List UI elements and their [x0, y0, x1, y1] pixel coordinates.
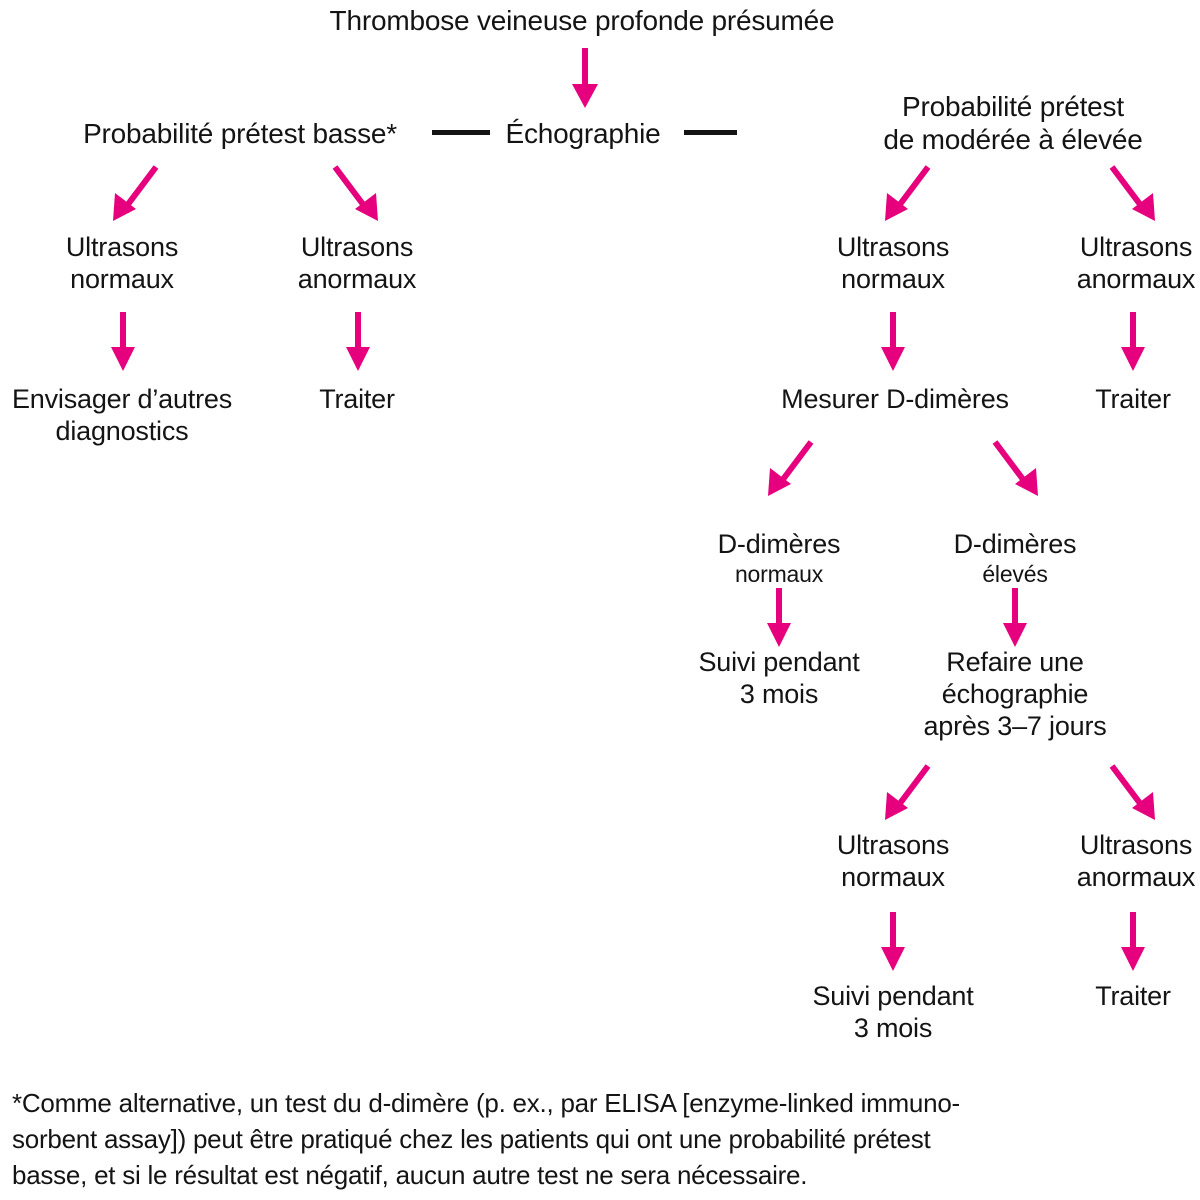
node-ddimer-elevated-line1: D-dimères: [953, 528, 1077, 559]
node-measure-ddimer: Mesurer D-dimères: [781, 384, 1009, 414]
node-right-us-normal: Ultrasons normaux: [836, 232, 950, 294]
connector-dash-right: [684, 130, 737, 135]
node-ddimer-elevated: D-dimères élevés: [885, 497, 1145, 620]
node-root-title: Thrombose veineuse profonde présumée: [329, 5, 835, 36]
arrow-left-us-normal-to-consider: [104, 312, 142, 374]
arrow-mod-prob-to-us-abnormal: [1102, 163, 1168, 225]
node-left-treat: Traiter: [319, 384, 395, 414]
node-echography: Échographie: [505, 118, 661, 149]
node-followup-3-months-a: Suivi pendant 3 mois: [698, 647, 860, 709]
node-left-us-normal: Ultrasons normaux: [65, 232, 179, 294]
node-right-treat: Traiter: [1095, 384, 1171, 414]
node-right-us-abnormal: Ultrasons anormaux: [1076, 232, 1196, 294]
node-repeat-echography: Refaire une échographie après 3–7 jours: [923, 647, 1107, 741]
arrow-final-us-normal-to-followup: [874, 912, 912, 974]
arrow-ddimer-normal-to-followup: [760, 588, 798, 650]
arrow-low-prob-to-us-abnormal: [325, 163, 391, 225]
node-ddimer-normal-line1: D-dimères: [717, 528, 841, 559]
node-ddimer-normal: D-dimères normaux: [649, 497, 909, 620]
node-followup-3-months-b: Suivi pendant 3 mois: [812, 981, 974, 1043]
arrow-repeat-echo-to-us-normal: [872, 762, 938, 824]
node-final-us-normal: Ultrasons normaux: [836, 830, 950, 892]
arrow-ddimer-to-normal: [755, 438, 821, 500]
node-low-probability: Probabilité prétest basse*: [83, 118, 397, 149]
arrow-mod-prob-to-us-normal: [872, 163, 938, 225]
connector-dash-left: [432, 130, 490, 135]
node-final-us-abnormal: Ultrasons anormaux: [1076, 830, 1196, 892]
arrow-root-to-echography: [565, 48, 605, 110]
footnote-text: *Comme alternative, un test du d-dimère …: [12, 1088, 960, 1190]
node-moderate-high-probability: Probabilité prétest de modérée à élevée: [883, 91, 1143, 156]
arrow-right-us-abnormal-to-treat: [1114, 312, 1152, 374]
arrow-ddimer-elevated-to-repeat-echo: [996, 588, 1034, 650]
node-left-us-abnormal: Ultrasons anormaux: [297, 232, 417, 294]
arrow-left-us-abnormal-to-treat: [339, 312, 377, 374]
arrow-right-us-normal-to-ddimer: [874, 312, 912, 374]
arrow-final-us-abnormal-to-treat: [1114, 912, 1152, 974]
arrow-low-prob-to-us-normal: [100, 163, 166, 225]
node-ddimer-normal-line2: normaux: [734, 560, 824, 587]
arrow-repeat-echo-to-us-abnormal: [1102, 762, 1168, 824]
node-consider-other-diagnoses: Envisager d’autres diagnostics: [11, 384, 233, 446]
node-final-treat: Traiter: [1095, 981, 1171, 1011]
arrow-ddimer-to-elevated: [985, 438, 1051, 500]
node-ddimer-elevated-line2: élevés: [982, 560, 1048, 587]
